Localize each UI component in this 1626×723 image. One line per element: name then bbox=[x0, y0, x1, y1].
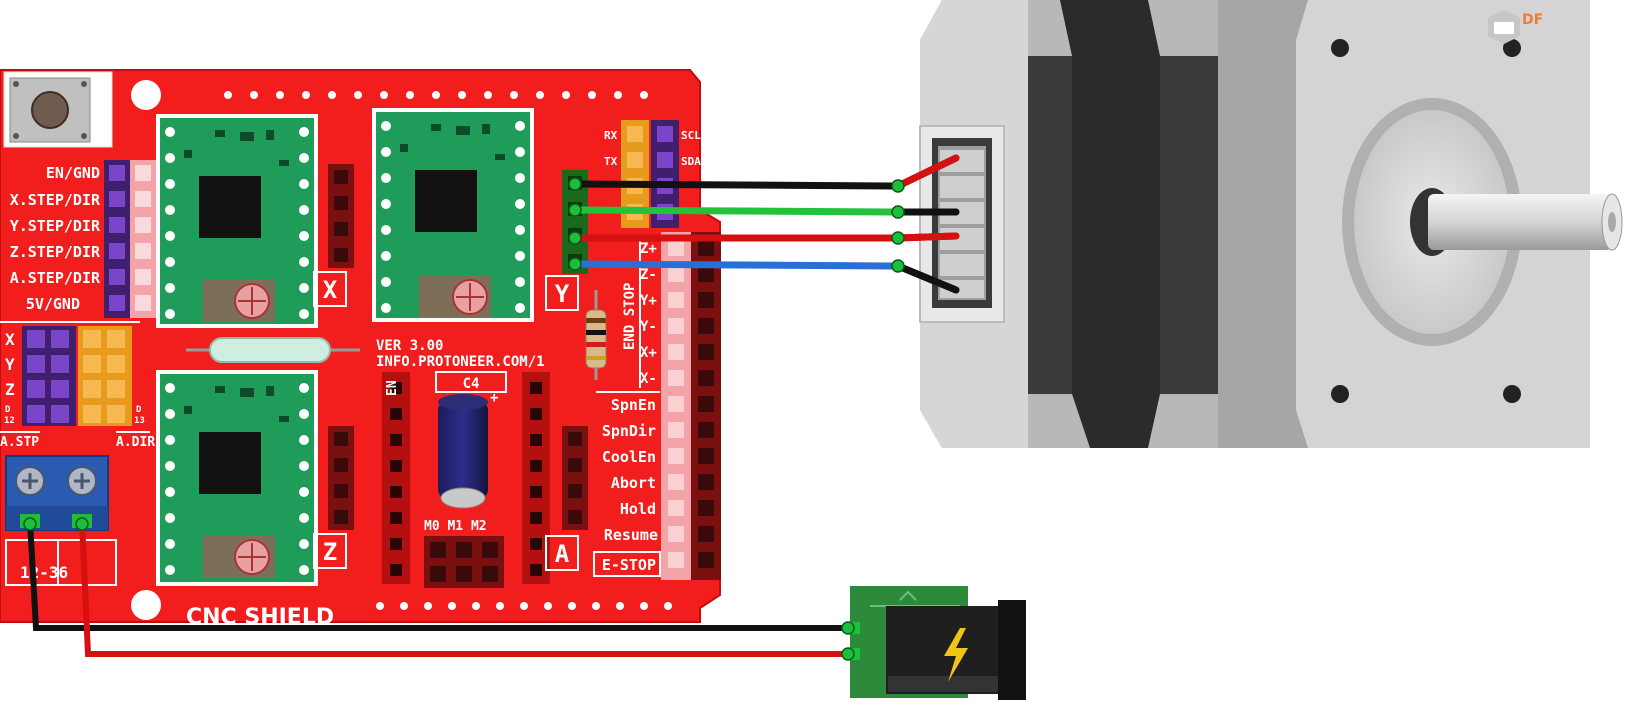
left-pin-header bbox=[104, 160, 156, 318]
axis-label-y: Y bbox=[5, 355, 15, 374]
lightning-icon bbox=[944, 628, 968, 682]
label-a-dir: A.DIR bbox=[116, 435, 155, 450]
label-sda: SDA bbox=[681, 155, 701, 168]
label-y-step-dir: Y.STEP/DIR bbox=[10, 217, 101, 235]
label-tx: TX bbox=[604, 155, 618, 168]
power-wires bbox=[23, 517, 855, 661]
header-dots-bottom bbox=[376, 602, 672, 610]
power-range-label: 12-36 bbox=[20, 563, 68, 582]
endstop-z-plus: Z+ bbox=[640, 241, 657, 257]
label-x-step-dir: X.STEP/DIR bbox=[10, 191, 101, 209]
motor-wires bbox=[568, 154, 960, 294]
driver-label-x: X bbox=[323, 276, 338, 304]
control-abort: Abort bbox=[611, 474, 656, 492]
board-version: VER 3.00 bbox=[376, 338, 443, 354]
end-stop-label: END STOP bbox=[622, 283, 638, 350]
label-5v-gnd: 5V/GND bbox=[26, 295, 80, 313]
driver-chip bbox=[199, 432, 261, 494]
driver-x bbox=[156, 114, 318, 328]
label-rx: RX bbox=[604, 129, 618, 142]
reset-button[interactable] bbox=[3, 71, 113, 148]
control-resume: Resume bbox=[604, 526, 658, 544]
microstep-label: M0 M1 M2 bbox=[424, 519, 487, 534]
control-spndir: SpnDir bbox=[602, 422, 656, 440]
microstep-jumpers bbox=[424, 536, 504, 588]
df-logo: DF bbox=[1488, 10, 1543, 44]
cnc-shield-board: RST EN/GND X.STEP/DIR Y.STEP/DIR Z.STEP/… bbox=[0, 69, 721, 630]
driver-label-y: Y bbox=[555, 280, 570, 308]
board-url: INFO.PROTONEER.COM/1 bbox=[376, 354, 545, 370]
label-d12: D bbox=[5, 405, 11, 415]
reset-knob-icon bbox=[31, 91, 69, 129]
control-coolen: CoolEn bbox=[602, 448, 656, 466]
capacitor-label: C4 bbox=[463, 376, 480, 392]
endstop-x-plus: X+ bbox=[640, 345, 657, 361]
endstop-control-header: END STOP Z+ Z- Y+ Y- X+ X- SpnEn SpnDir … bbox=[593, 232, 721, 580]
crystal-component bbox=[186, 337, 360, 363]
driver-z-output-pins bbox=[328, 426, 354, 530]
endstop-z-minus: Z- bbox=[640, 267, 657, 283]
driver-z bbox=[156, 370, 318, 586]
driver-label-z: Z bbox=[323, 538, 337, 566]
control-estop: E-STOP bbox=[602, 556, 656, 574]
label-d13: D bbox=[136, 405, 142, 415]
driver-chip bbox=[199, 176, 261, 238]
endstop-y-minus: Y- bbox=[640, 319, 657, 335]
motor-shaft bbox=[1428, 194, 1612, 250]
mounting-hole bbox=[131, 590, 161, 620]
left-pin-labels: EN/GND X.STEP/DIR Y.STEP/DIR Z.STEP/DIR … bbox=[10, 164, 101, 313]
svg-text:12: 12 bbox=[4, 416, 15, 426]
wire-power-black bbox=[27, 518, 853, 631]
driver-a-socket: EN C4 + bbox=[382, 371, 550, 584]
header-dots-top bbox=[224, 91, 648, 99]
label-a-step: A.STP bbox=[0, 435, 39, 450]
svg-text:+: + bbox=[490, 390, 498, 406]
driver-label-a: A bbox=[555, 540, 570, 568]
axis-label-z: Z bbox=[5, 380, 15, 399]
label-scl: SCL bbox=[681, 129, 701, 142]
logo-text: DF bbox=[1522, 12, 1543, 28]
axis-label-x: X bbox=[5, 330, 15, 349]
driver-x-output-pins bbox=[328, 164, 354, 268]
resistor bbox=[585, 290, 607, 380]
axis-jumper-block: X Y Z D 12 D 13 A.STP A.DIR bbox=[0, 321, 155, 450]
endstop-x-minus: X- bbox=[640, 371, 657, 387]
label-z-step-dir: Z.STEP/DIR bbox=[10, 243, 101, 261]
dc-power-jack bbox=[846, 586, 1026, 700]
mounting-hole bbox=[131, 80, 161, 110]
stepper-motor bbox=[919, 0, 1623, 448]
driver-chip bbox=[415, 170, 477, 232]
label-a-step-dir: A.STEP/DIR bbox=[10, 269, 101, 287]
svg-text:13: 13 bbox=[134, 416, 145, 426]
driver-y bbox=[372, 108, 534, 322]
endstop-y-plus: Y+ bbox=[640, 293, 657, 309]
reset-label: RST bbox=[93, 104, 108, 128]
electrolytic-capacitor bbox=[438, 394, 488, 509]
label-en-gnd: EN/GND bbox=[46, 164, 100, 182]
driver-a-output-pins bbox=[562, 426, 588, 530]
control-spnen: SpnEn bbox=[611, 396, 656, 414]
control-hold: Hold bbox=[620, 500, 656, 518]
wire-power-red bbox=[79, 518, 853, 657]
en-label: EN bbox=[385, 380, 400, 396]
